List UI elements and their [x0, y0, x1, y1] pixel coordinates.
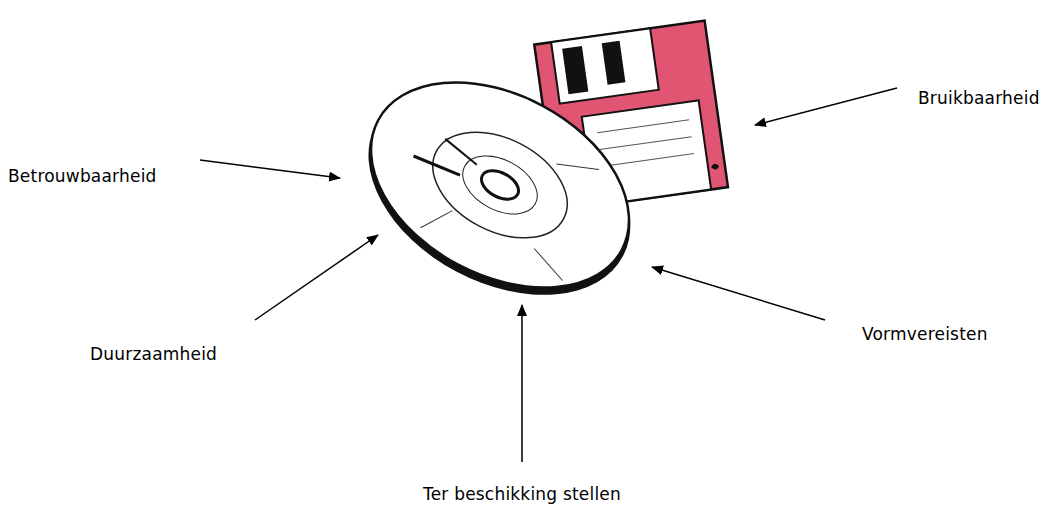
disc-face [336, 41, 664, 330]
leader-arrow [652, 267, 825, 320]
label-line [602, 153, 694, 166]
disc-glint [413, 152, 459, 180]
compact-disc [333, 41, 668, 338]
callout-label: Vormvereisten [862, 324, 988, 344]
callout-label: Betrouwbaarheid [8, 166, 157, 186]
callout-label: Ter beschikking stellen [423, 484, 621, 504]
floppy-slot [602, 41, 626, 85]
floppy-notch [711, 163, 720, 170]
disc-hole [477, 165, 524, 205]
floppy-slot [562, 46, 588, 94]
disc-ring [415, 111, 585, 260]
label-line [600, 137, 692, 150]
leader-arrow [521, 305, 523, 462]
leader-arrow [200, 160, 340, 178]
disc-glint [441, 139, 480, 165]
disc-glint [556, 151, 598, 183]
disc-glint [421, 201, 453, 237]
leader-arrow [755, 88, 897, 125]
label-line [597, 120, 689, 133]
disc-glint [527, 248, 569, 280]
floppy-shutter [551, 28, 659, 103]
callout-label: Bruikbaarheid [918, 88, 1040, 108]
callout-label: Duurzaamheid [90, 344, 217, 364]
leader-arrow [255, 235, 378, 320]
